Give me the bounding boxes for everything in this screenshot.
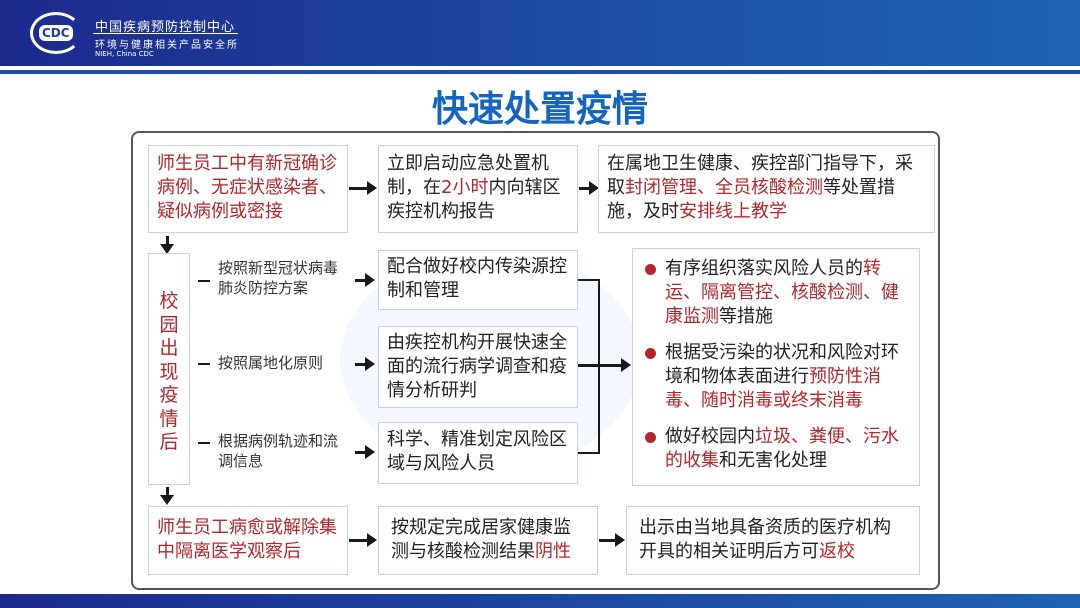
bullet-item: 根据受污染的状况和风险对环境和物体表面进行预防性消毒、随时消毒或终末消毒 — [641, 341, 911, 413]
trigger-box: 师生员工中有新冠确诊病例、无症状感染者、疑似病例或密接 — [148, 145, 348, 233]
body-text: 做好校园内 — [665, 426, 755, 447]
highlight-text: 安排线上教学 — [679, 201, 787, 222]
bullet-item: 做好校园内垃圾、粪便、污水的收集和无害化处理 — [641, 425, 911, 473]
highlight-text: 预防性消毒、随时消毒或终末消毒 — [665, 366, 881, 411]
basis-label: 根据病例轨迹和流调信息 — [218, 432, 339, 470]
diagram-frame — [131, 131, 940, 590]
connector — [198, 363, 210, 365]
org-divider — [93, 33, 238, 34]
action-box: 科学、精准划定风险区域与风险人员 — [378, 422, 578, 484]
bullet-item: 有序组织落实风险人员的转运、隔离管控、核酸检测、健康监测等措施 — [641, 257, 911, 329]
arrow-right — [349, 181, 377, 195]
side-text: 校园出现疫情后 — [159, 290, 179, 453]
arrow-right — [355, 273, 375, 287]
institute-english: NIEH, China CDC — [95, 50, 154, 58]
cdc-logo: CDC — [30, 12, 82, 54]
basis-label: 按照新型冠状病毒肺炎防控方案 — [218, 259, 339, 297]
org-name: 中国疾病预防控制中心 — [95, 20, 236, 35]
logo-text: CDC — [39, 25, 73, 41]
report-box: 立即启动应急处置机制，在2小时内向辖区疾控机构报告 — [378, 145, 578, 233]
body-text: 立即启动应急处置机制，在 — [387, 153, 549, 198]
measures-box: 在属地卫生健康、疾控部门指导下，采取封闭管理、全员核酸检测等处置措施，及时安排线… — [598, 145, 935, 233]
body-text: 等处置措施，及时 — [607, 177, 895, 222]
highlight-text: 返校 — [819, 541, 855, 562]
institute-name: 环境与健康相关产品安全所 — [95, 40, 239, 51]
highlight-text: 转运、隔离管控、核酸检测、健康监测 — [665, 258, 899, 327]
action-box: 由疾控机构开展快速全面的流行病学调查和疫情分析研判 — [378, 326, 578, 408]
body-text: 出示由当地具备资质的医疗机构开具的相关证明后方可 — [639, 517, 891, 562]
basis-label: 按照属地化原则 — [218, 354, 324, 372]
bracket-line — [578, 279, 600, 281]
body-text: 内向辖区疾控机构报告 — [387, 177, 561, 222]
highlight-text: 2小时 — [441, 177, 489, 198]
arrow-down — [160, 487, 174, 505]
return-box: 出示由当地具备资质的医疗机构开具的相关证明后方可返校 — [626, 506, 920, 575]
arrow-right — [355, 445, 375, 459]
header-divider-blue — [0, 70, 1080, 74]
bracket-line — [578, 452, 600, 454]
body-text: 按规定完成居家健康监测与核酸检测结果 — [391, 517, 571, 562]
arrow-right — [599, 533, 625, 547]
highlight-text: 阴性 — [535, 541, 571, 562]
body-text: 根据受污染的状况和风险对环境和物体表面进行 — [665, 342, 899, 387]
highlight-text: 封闭管理、全员核酸检测 — [625, 177, 823, 198]
page-title: 快速处置疫情 — [431, 89, 648, 130]
body-text: 在属地卫生健康、疾控部门指导下，采取 — [607, 153, 913, 198]
body-text: 和无害化处理 — [719, 450, 827, 471]
body-text: 等措施 — [719, 306, 773, 327]
arrow-right — [578, 358, 631, 372]
footer-bar — [0, 594, 1080, 608]
side-box: 校园出现疫情后 — [148, 253, 190, 485]
arrow-right — [349, 533, 377, 547]
action-box: 配合做好校内传染源控制和管理 — [378, 250, 578, 310]
arrow-right — [579, 181, 599, 195]
connector — [198, 442, 210, 444]
monitoring-box: 按规定完成居家健康监测与核酸检测结果阴性 — [378, 506, 598, 575]
recovery-box: 师生员工病愈或解除集中隔离医学观察后 — [148, 506, 348, 575]
arrow-right — [355, 357, 375, 371]
measures-list-box: 有序组织落实风险人员的转运、隔离管控、核酸检测、健康监测等措施 根据受污染的状况… — [632, 248, 920, 486]
arrow-down — [160, 236, 174, 254]
connector — [198, 280, 210, 282]
header-divider — [0, 67, 1080, 70]
highlight-text: 垃圾、粪便、污水的收集 — [665, 426, 899, 471]
body-text: 有序组织落实风险人员的 — [665, 258, 863, 279]
